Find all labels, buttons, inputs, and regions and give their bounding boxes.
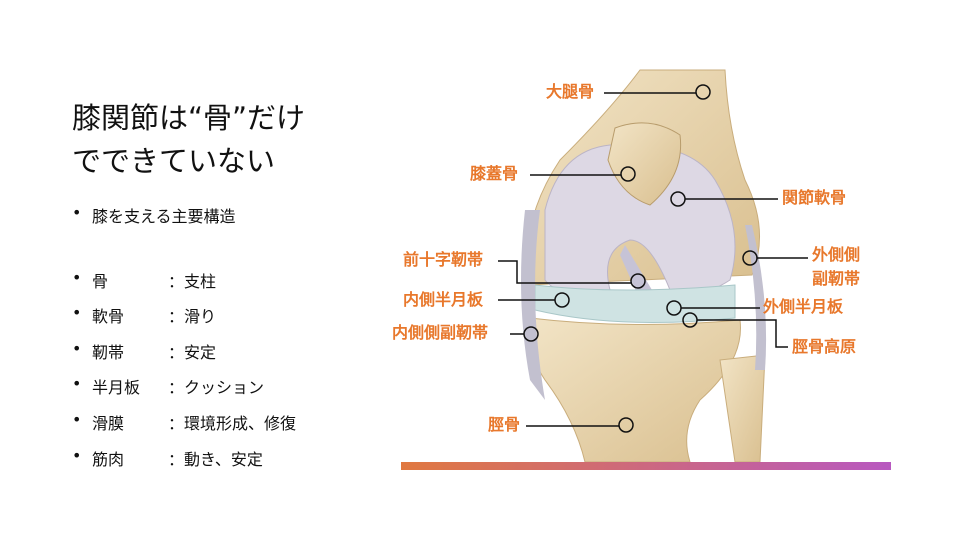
marker-circle: [620, 166, 636, 182]
bullet-desc: ：動き、安定: [168, 450, 263, 469]
label-lcl-2: 副靭帯: [812, 269, 861, 288]
leader-line: [498, 260, 631, 284]
fibula-shape: [719, 354, 766, 463]
acl-shape: [620, 245, 655, 300]
marker-circle: [695, 84, 711, 100]
bullet-term: 半月板: [92, 378, 141, 397]
patella-shape: [607, 122, 682, 206]
subtitle-bullet: • 膝を支える主要構造: [72, 203, 236, 227]
label-lcl-1: 外側側: [812, 245, 861, 264]
label-tibia: 脛骨: [488, 415, 521, 434]
marker-circle: [682, 312, 698, 328]
label-cartilage: 関節軟骨: [782, 188, 847, 207]
bullet-dot: •: [72, 339, 82, 358]
bullet-desc: ：クッション: [168, 378, 265, 397]
bullet-dot: •: [72, 410, 82, 429]
bullet-dot: •: [72, 446, 82, 465]
tibia-shape: [528, 317, 741, 463]
bullet-item: • 靭帯 ：安定: [72, 339, 216, 363]
bullet-item: • 滑膜 ：環境形成、修復: [72, 410, 296, 434]
label-medial-meniscus: 内側半月板: [403, 290, 484, 309]
label-patella: 膝蓋骨: [470, 164, 519, 183]
slide-title-line1: 膝関節は“骨”だけ: [72, 101, 306, 135]
bullet-desc: ：安定: [168, 343, 217, 362]
gradient-bar: [401, 462, 891, 470]
bullet-dot: •: [72, 374, 82, 393]
lcl-shape: [745, 225, 767, 370]
marker-circle: [742, 250, 758, 266]
marker-circle: [618, 417, 634, 433]
slide-title-line2: でできていない: [72, 144, 276, 178]
meniscus-shape: [534, 284, 736, 323]
bullet-term: 骨: [92, 272, 109, 291]
bullet-dot: •: [72, 268, 82, 287]
bullet-item: • 軟骨 ：滑り: [72, 303, 216, 327]
bullet-item: • 半月板 ：クッション: [72, 374, 264, 398]
label-tibial-plateau: 脛骨高原: [792, 337, 857, 356]
marker-circle: [554, 292, 570, 308]
leader-line: [697, 319, 788, 348]
bullet-term: 軟骨: [92, 307, 125, 326]
label-lateral-meniscus: 外側半月板: [763, 297, 844, 316]
bullet-desc: ：環境形成、修復: [168, 414, 297, 433]
bullet-term: 筋肉: [92, 450, 125, 469]
marker-circle: [523, 326, 539, 342]
label-femur: 大腿骨: [546, 82, 595, 101]
marker-circle: [630, 273, 646, 289]
bullet-desc: ：支柱: [168, 272, 217, 291]
bullet-term: 滑膜: [92, 414, 125, 433]
label-acl: 前十字靭帯: [403, 250, 484, 269]
mcl-shape: [521, 210, 545, 400]
marker-circle: [666, 300, 682, 316]
marker-circle: [670, 191, 686, 207]
subtitle-text: 膝を支える主要構造: [92, 207, 236, 226]
bullet-term: 靭帯: [92, 343, 125, 362]
bullet-dot: •: [72, 203, 82, 222]
label-mcl: 内側側副靭帯: [392, 323, 489, 342]
bullet-item: • 骨 ：支柱: [72, 268, 216, 292]
bullet-item: • 筋肉 ：動き、安定: [72, 446, 263, 470]
bullet-desc: ：滑り: [168, 307, 217, 326]
bullet-dot: •: [72, 303, 82, 322]
